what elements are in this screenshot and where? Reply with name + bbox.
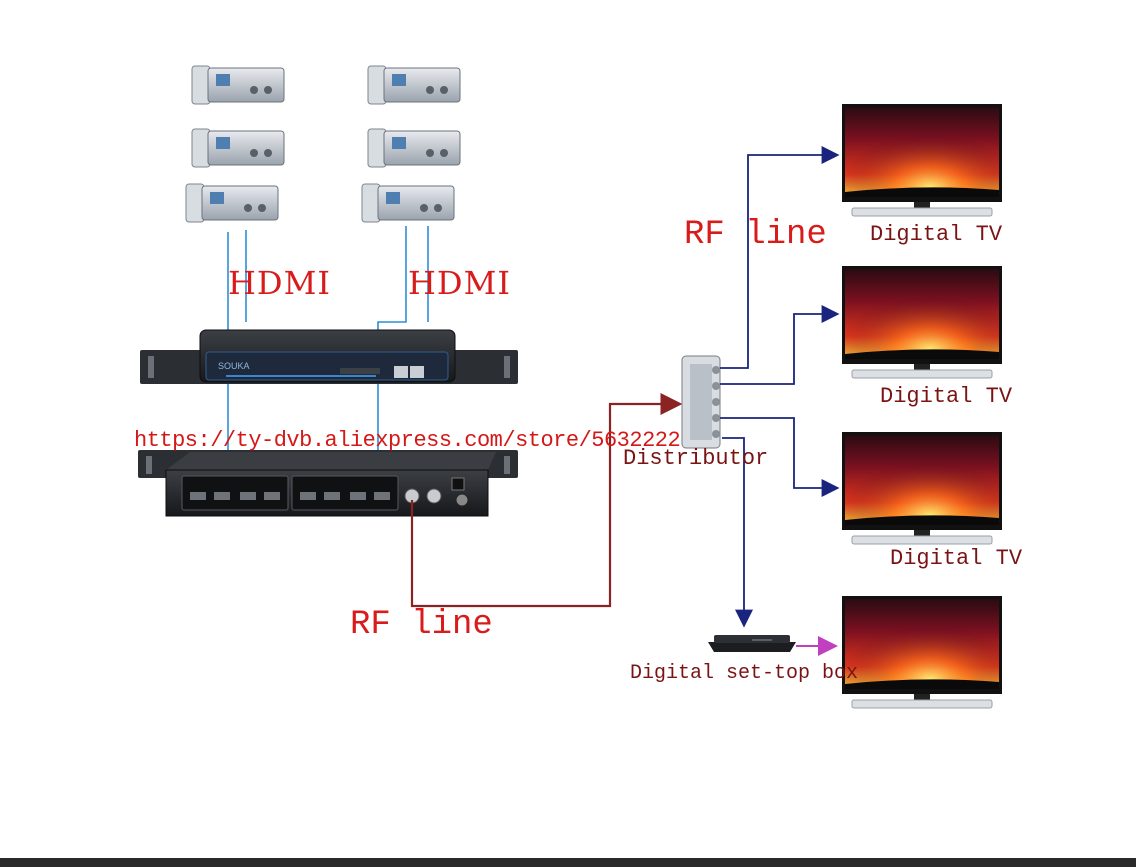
modulator-icon xyxy=(138,450,518,516)
hdmi-label-left: HDMI xyxy=(228,264,331,302)
source-box-1 xyxy=(192,66,284,104)
set-top-box-label: Digital set-top box xyxy=(630,662,858,685)
remote-icon xyxy=(192,129,210,167)
distributor-label: Distributor xyxy=(623,446,768,471)
remote-icon xyxy=(362,184,380,222)
encoder-icon xyxy=(140,330,518,384)
source-box-3 xyxy=(186,184,278,222)
store-url: https://ty-dvb.aliexpress.com/store/5632… xyxy=(134,428,680,453)
feed-tv-2 xyxy=(720,314,836,384)
remote-icon xyxy=(368,129,386,167)
digital-set-top-box-icon xyxy=(708,635,796,652)
tv2-label: Digital TV xyxy=(880,384,1012,409)
tv1-label: Digital TV xyxy=(870,222,1002,247)
remote-icon xyxy=(186,184,204,222)
encoder-brand: SOUKA xyxy=(218,361,250,371)
tv-4 xyxy=(842,596,1002,708)
splitter-icon xyxy=(682,356,720,448)
rf-line-label-left: RF line xyxy=(350,606,493,644)
tv-3 xyxy=(842,432,1002,544)
remote-icon xyxy=(192,66,210,104)
feed-tv-1 xyxy=(720,155,836,368)
source-box-2 xyxy=(192,129,284,167)
tv-2 xyxy=(842,266,1002,378)
source-box-5 xyxy=(368,129,460,167)
hdmi-label-right: HDMI xyxy=(408,264,511,302)
tv-1 xyxy=(842,104,1002,216)
source-box-4 xyxy=(368,66,460,104)
bottom-border xyxy=(0,858,1136,867)
tv3-label: Digital TV xyxy=(890,546,1022,571)
source-box-6 xyxy=(362,184,454,222)
remote-icon xyxy=(368,66,386,104)
rf-line-label-right: RF line xyxy=(684,216,827,254)
